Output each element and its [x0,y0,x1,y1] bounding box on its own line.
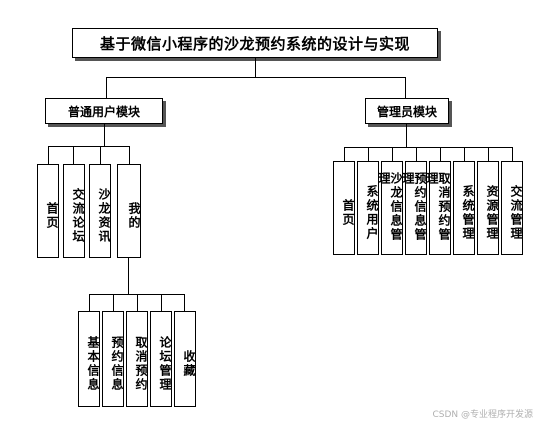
connector [440,147,442,161]
connector [113,294,115,311]
mine-item-cancel-booking: 取消预约 [126,311,148,407]
user-item-forum: 交流论坛 [63,164,85,258]
system-title: 基于微信小程序的沙龙预约系统的设计与实现 [99,34,410,53]
watermark: CSDN @专业程序开发源 [432,410,533,420]
system-title-box: 基于微信小程序的沙龙预约系统的设计与实现 [72,28,438,58]
admin-item-salon-info: 沙龙信息管理 [377,161,403,255]
admin-item-resource-manage: 资源管理 [477,161,499,255]
connector [48,146,50,164]
connector [48,146,130,148]
connector [104,124,106,146]
connector [406,124,408,147]
connector [137,294,139,311]
mine-item-booking-info: 预约信息 [102,311,124,407]
connector [488,147,490,161]
connector [255,58,257,77]
mine-item-forum-manage: 论坛管理 [150,311,172,407]
user-item-salon-news: 沙龙资讯 [89,164,111,258]
connector [464,147,466,161]
connector [344,147,346,161]
admin-module-label: 管理员模块 [376,104,437,119]
user-item-home: 首页 [37,164,59,258]
connector [416,147,418,161]
connector [184,294,186,311]
connector [73,146,75,164]
connector [89,294,91,311]
admin-item-cancel-booking: 取消预约管理 [425,161,451,255]
admin-item-home: 首页 [333,161,355,255]
user-module-box: 普通用户模块 [45,98,163,124]
admin-module-box: 管理员模块 [365,98,449,124]
connector [106,77,108,98]
connector [512,147,514,161]
admin-item-system-manage: 系统管理 [453,161,475,255]
connector [392,147,394,161]
connector [161,294,163,311]
admin-item-exchange-manage: 交流管理 [501,161,523,255]
admin-item-system-users: 系统用户 [357,161,379,255]
connector [100,146,102,164]
connector [344,147,513,149]
mine-item-basic-info: 基本信息 [78,311,100,407]
mine-item-favorites: 收藏 [174,311,196,407]
admin-item-booking-info: 预约信息管理 [401,161,427,255]
connector [128,258,130,294]
connector [129,146,131,164]
connector [368,147,370,161]
connector [405,77,407,98]
user-module-label: 普通用户模块 [67,104,140,119]
user-item-mine: 我的 [117,164,141,258]
connector [106,77,406,79]
